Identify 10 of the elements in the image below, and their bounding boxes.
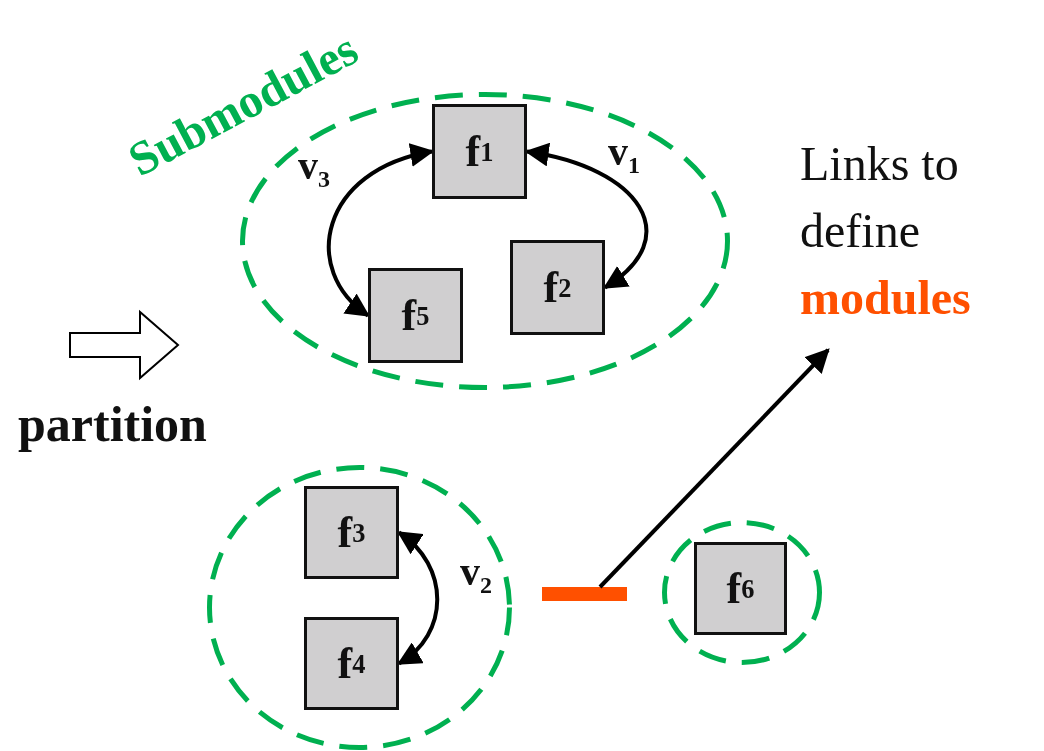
annotation-text: Links to define [800,136,960,260]
double-arrow [397,530,440,666]
dashed-ellipse [207,465,512,750]
edge-label: v$_{1}$ [608,128,640,175]
arrow [598,348,830,589]
dashed-ellipse [662,520,822,665]
highlight-text: modules [800,270,971,327]
edge-label: v$_{2}$ [460,548,492,595]
link-bar [542,587,627,601]
caption-text: partition [18,395,207,453]
